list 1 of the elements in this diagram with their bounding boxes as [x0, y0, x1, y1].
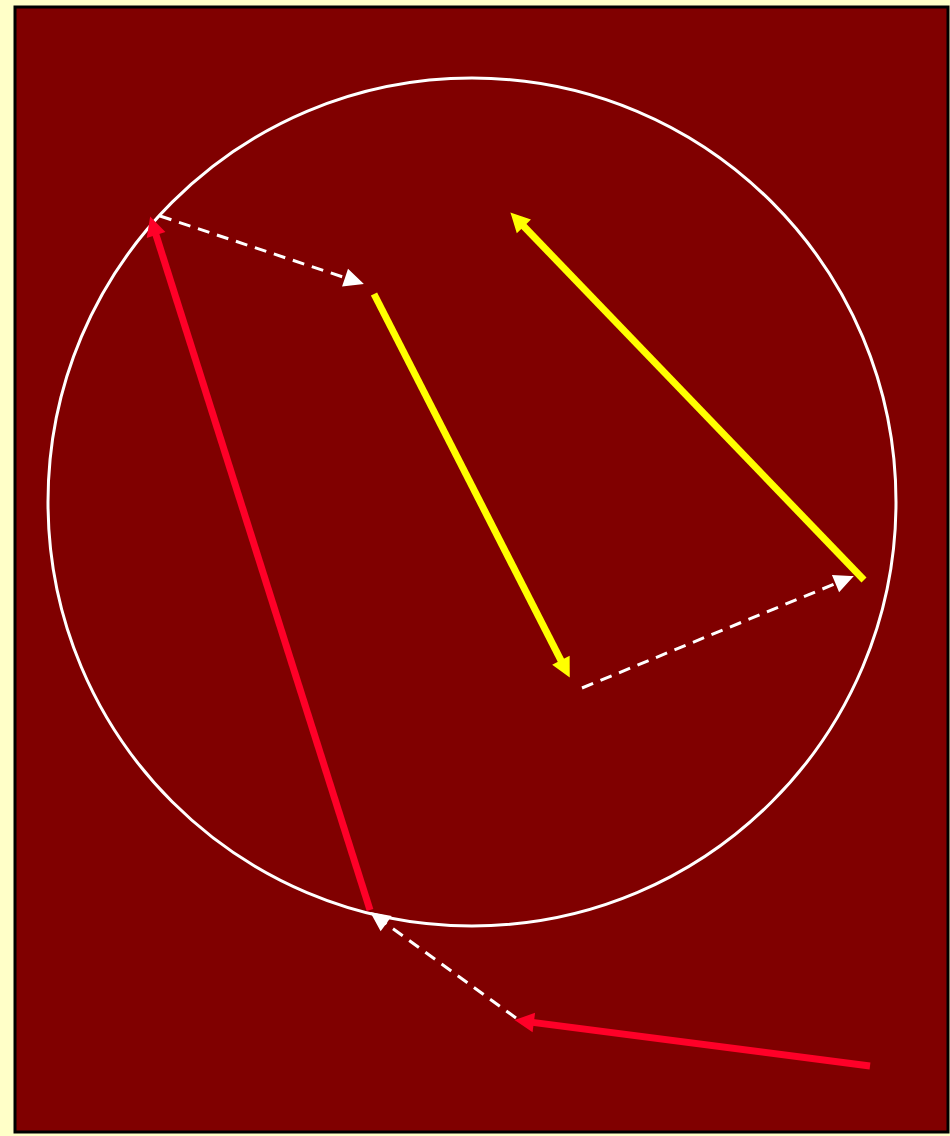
- circle: [46, 76, 898, 928]
